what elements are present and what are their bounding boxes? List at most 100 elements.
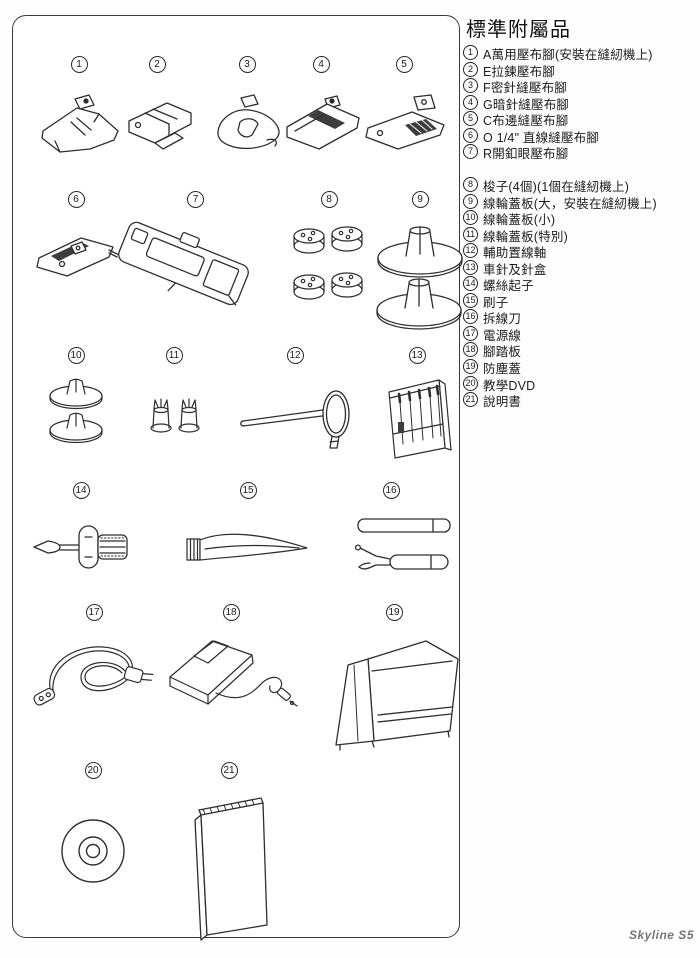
item-label: E拉鍊壓布腳 bbox=[483, 64, 556, 79]
accessory-list-item: 7 R開釦眼壓布腳 bbox=[463, 143, 653, 162]
figure-number: 12 bbox=[286, 347, 304, 364]
figure-11: 11 bbox=[144, 345, 204, 437]
spool-holder-small-icon bbox=[49, 378, 103, 444]
figure-number: 1 bbox=[70, 56, 88, 73]
item-number: 10 bbox=[463, 210, 478, 226]
item-number: 8 bbox=[463, 177, 478, 192]
blind-hem-foot-g-icon bbox=[286, 95, 360, 150]
figure-number: 7 bbox=[187, 191, 204, 208]
item-label: R開釦眼壓布腳 bbox=[483, 147, 569, 162]
item-label: 梭子(4個)(1個在縫紉機上) bbox=[483, 180, 630, 194]
figure-12: 12 bbox=[235, 345, 355, 451]
extra-spool-pin-icon bbox=[240, 390, 350, 449]
item-number: 4 bbox=[463, 94, 478, 110]
lint-brush-icon bbox=[186, 533, 308, 561]
item-number: 21 bbox=[463, 392, 478, 408]
accessory-list-item: 14 螺絲起子 bbox=[463, 275, 657, 294]
item-label: G暗針縫壓布腳 bbox=[483, 97, 570, 112]
item-number: 7 bbox=[463, 144, 478, 160]
instruction-book-icon bbox=[194, 797, 268, 941]
screwdriver-icon bbox=[33, 525, 128, 569]
overedge-foot-c-icon bbox=[365, 94, 445, 150]
item-label: 刷子 bbox=[483, 295, 509, 310]
item-label: 線輪蓋板(特別) bbox=[483, 229, 568, 244]
accessory-list-item: 4 G暗針縫壓布腳 bbox=[463, 94, 653, 112]
figure-number: 8 bbox=[320, 191, 338, 208]
item-label: 線輪蓋板(大，安裝在縫紉機上) bbox=[483, 196, 657, 211]
figure-number: 19 bbox=[385, 604, 403, 621]
instructional-dvd-icon bbox=[61, 819, 125, 883]
quarter-inch-foot-o-icon bbox=[36, 237, 120, 277]
accessory-list-item: 13 車針及針盒 bbox=[463, 259, 657, 277]
power-cord-icon bbox=[33, 646, 154, 706]
buttonhole-foot-r-icon bbox=[118, 221, 249, 306]
item-label: 電源線 bbox=[483, 328, 522, 343]
figure-number: 6 bbox=[67, 191, 85, 208]
figure-20: 20 bbox=[55, 760, 131, 891]
item-label: 說明書 bbox=[483, 395, 522, 410]
item-number: 2 bbox=[463, 61, 478, 77]
figure-number: 13 bbox=[408, 347, 426, 364]
figure-number: 9 bbox=[411, 191, 429, 208]
zipper-foot-e-icon bbox=[128, 102, 192, 150]
item-label: A萬用壓布腳(安裝在縫紉機上) bbox=[483, 48, 653, 62]
figure-number: 18 bbox=[222, 604, 240, 621]
item-label: 輔助置線軸 bbox=[483, 246, 547, 261]
accessory-list-item: 15 刷子 bbox=[463, 292, 657, 310]
figure-number: 21 bbox=[220, 762, 238, 779]
accessory-diagram-box: 1 2 3 bbox=[12, 15, 463, 941]
figure-1: 1 bbox=[33, 54, 125, 161]
figure-number: 20 bbox=[84, 762, 102, 779]
item-number: 15 bbox=[463, 292, 478, 308]
figure-number: 2 bbox=[148, 56, 166, 73]
item-label: 線輪蓋板(小) bbox=[483, 213, 556, 228]
page-title: 標準附屬品 bbox=[466, 19, 571, 41]
item-label: C布邊縫壓布腳 bbox=[483, 114, 569, 129]
figure-10: 10 bbox=[46, 345, 106, 449]
figure-number: 3 bbox=[238, 56, 256, 73]
item-number: 13 bbox=[463, 259, 478, 275]
item-label: 拆線刀 bbox=[483, 312, 522, 327]
seam-ripper-icon bbox=[354, 518, 451, 570]
accessory-list-item: 8 梭子(4個)(1個在縫紉機上) bbox=[463, 176, 657, 194]
dust-cover-icon bbox=[335, 640, 459, 751]
figure-14: 14 bbox=[31, 480, 131, 574]
brand-model-label: Skyline S5 bbox=[628, 928, 694, 942]
presser-foot-a-icon bbox=[41, 94, 119, 153]
accessory-list-item: 10 線輪蓋板(小) bbox=[463, 209, 657, 228]
figure-2: 2 bbox=[111, 54, 203, 161]
figure-number: 10 bbox=[67, 347, 85, 364]
figure-9: 9 bbox=[370, 189, 470, 330]
figure-7: 7 bbox=[118, 189, 273, 324]
item-number: 16 bbox=[463, 309, 478, 325]
item-label: 腳踏板 bbox=[483, 345, 522, 360]
accessory-list-item: 12 輔助置線軸 bbox=[463, 242, 657, 261]
satin-stitch-foot-f-icon bbox=[217, 94, 280, 150]
item-number: 17 bbox=[463, 325, 478, 341]
figure-19: 19 bbox=[328, 602, 460, 751]
accessory-list-item: 16 拆線刀 bbox=[463, 308, 657, 327]
item-number: 14 bbox=[463, 276, 478, 292]
item-label: 車針及針盒 bbox=[483, 262, 547, 277]
item-number: 12 bbox=[463, 243, 478, 259]
item-label: F密針縫壓布腳 bbox=[483, 81, 568, 96]
figure-6: 6 bbox=[31, 189, 121, 290]
accessory-list-item: 21 說明書 bbox=[463, 391, 657, 410]
figure-17: 17 bbox=[29, 602, 159, 723]
item-label: 螺絲起子 bbox=[483, 279, 534, 294]
figure-5: 5 bbox=[358, 54, 450, 161]
accessory-list-item: 17 電源線 bbox=[463, 325, 657, 343]
item-number: 19 bbox=[463, 359, 478, 375]
figure-21: 21 bbox=[185, 760, 273, 943]
figure-number: 4 bbox=[312, 56, 330, 73]
